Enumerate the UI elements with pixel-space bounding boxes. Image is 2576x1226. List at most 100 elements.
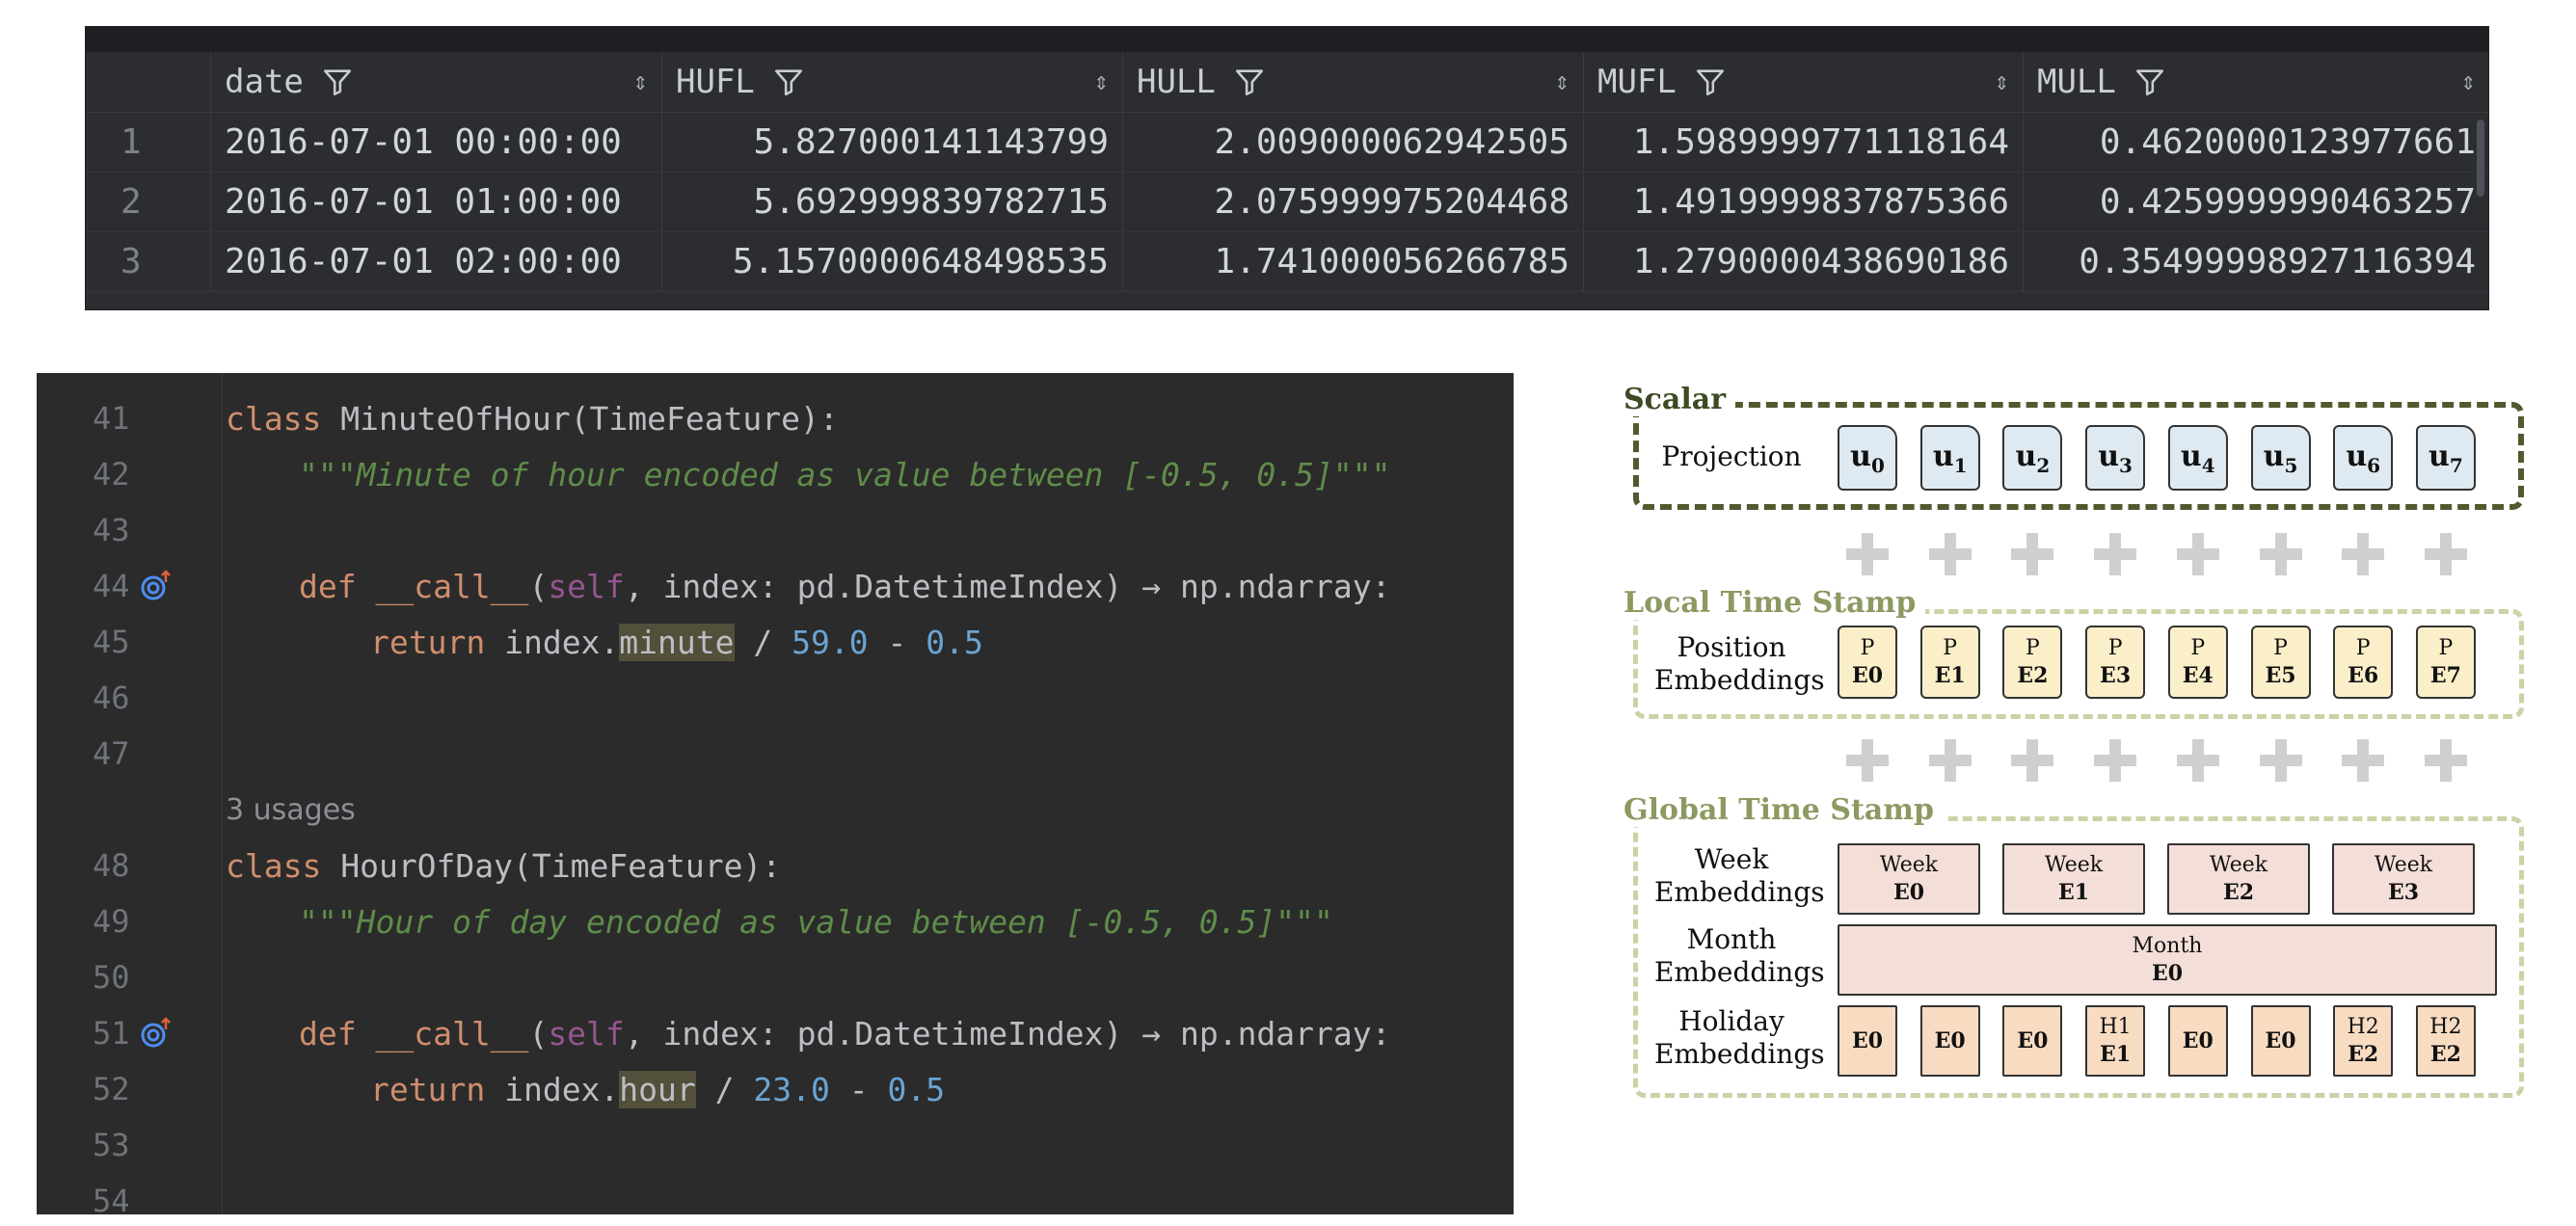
table-grid: date ⇕ HUFL ⇕ HULL ⇕ MUFL ⇕ MULL ⇕ 1 201… bbox=[86, 52, 2488, 292]
scalar-token: u2 bbox=[2002, 425, 2063, 491]
table-cell[interactable]: 2016-07-01 01:00:00 bbox=[211, 173, 662, 232]
line-number: 41 bbox=[93, 400, 130, 437]
sort-icon[interactable]: ⇕ bbox=[1994, 67, 2009, 96]
code-line: 46 bbox=[37, 670, 1514, 726]
position-embeddings-label: Position Embeddings bbox=[1654, 631, 1825, 696]
local-time-stamp-group bbox=[1633, 609, 2524, 719]
override-icon[interactable] bbox=[139, 569, 174, 603]
line-number: 49 bbox=[93, 903, 130, 940]
line-number: 54 bbox=[93, 1183, 130, 1214]
scalar-token: u1 bbox=[1919, 425, 1980, 491]
table-cell[interactable]: 2016-07-01 02:00:00 bbox=[211, 232, 662, 292]
filter-icon[interactable] bbox=[1233, 66, 1266, 98]
highlighted-usage: hour bbox=[619, 1070, 696, 1108]
line-number: 42 bbox=[93, 456, 130, 493]
filter-icon[interactable] bbox=[1694, 66, 1727, 98]
table-toolbar-strip bbox=[86, 27, 2488, 52]
table-cell[interactable]: 5.827000141143799 bbox=[662, 113, 1123, 173]
data-table: date ⇕ HUFL ⇕ HULL ⇕ MUFL ⇕ MULL ⇕ 1 201… bbox=[85, 26, 2489, 310]
scalar-token: u6 bbox=[2333, 425, 2394, 491]
line-number: 50 bbox=[93, 959, 130, 996]
code-line: 49 """Hour of day encoded as value betwe… bbox=[93, 902, 1333, 941]
scalar-token: u7 bbox=[2415, 425, 2476, 491]
code-line: 45 return index.minute / 59.0 - 0.5 bbox=[93, 623, 983, 661]
table-cell[interactable]: 0.4259999990463257 bbox=[2024, 173, 2488, 232]
table-cell[interactable]: 5.692999839782715 bbox=[662, 173, 1123, 232]
column-header-hull[interactable]: HULL ⇕ bbox=[1123, 52, 1584, 113]
table-cell[interactable]: 1.741000056266785 bbox=[1123, 232, 1584, 292]
projection-label: Projection bbox=[1661, 440, 1802, 472]
vertical-scrollbar[interactable] bbox=[2477, 120, 2484, 197]
scalar-token: u5 bbox=[2250, 425, 2311, 491]
table-cell[interactable]: 2.009000062942505 bbox=[1123, 113, 1584, 173]
table-cell[interactable]: 0.35499998927116394 bbox=[2024, 232, 2488, 292]
holiday-embedding-token: E0 bbox=[1838, 1005, 1897, 1077]
global-time-stamp-group bbox=[1633, 816, 2524, 1098]
code-line: 48 class HourOfDay(TimeFeature): bbox=[93, 846, 782, 885]
sort-icon[interactable]: ⇕ bbox=[2460, 67, 2476, 96]
plus-icon bbox=[2342, 533, 2385, 575]
scalar-title: Scalar bbox=[1623, 383, 1736, 416]
row-number: 1 bbox=[86, 113, 211, 173]
scalar-token: u0 bbox=[1838, 425, 1897, 491]
override-icon[interactable] bbox=[139, 1016, 174, 1051]
code-line: 52 return index.hour / 23.0 - 0.5 bbox=[93, 1070, 946, 1108]
column-header-mull[interactable]: MULL ⇕ bbox=[2024, 52, 2488, 113]
sort-icon[interactable]: ⇕ bbox=[632, 67, 648, 96]
filter-icon[interactable] bbox=[772, 66, 805, 98]
plus-icon bbox=[2094, 739, 2137, 782]
table-cell[interactable]: 5.1570000648498535 bbox=[662, 232, 1123, 292]
global-time-stamp-title: Global Time Stamp bbox=[1623, 793, 1944, 827]
week-embeddings-label: Week Embeddings bbox=[1654, 843, 1825, 908]
line-number: 46 bbox=[93, 680, 130, 716]
table-cell[interactable]: 2016-07-01 00:00:00 bbox=[211, 113, 662, 173]
filter-icon[interactable] bbox=[321, 66, 354, 98]
table-cell[interactable]: 1.5989999771118164 bbox=[1584, 113, 2024, 173]
row-number: 2 bbox=[86, 173, 211, 232]
table-cell[interactable]: 0.4620000123977661 bbox=[2024, 113, 2488, 173]
line-number: 48 bbox=[93, 847, 130, 884]
column-header-mufl[interactable]: MUFL ⇕ bbox=[1584, 52, 2024, 113]
table-cell[interactable]: 1.4919999837875366 bbox=[1584, 173, 2024, 232]
code-editor[interactable]: 41 class MinuteOfHour(TimeFeature): 42 "… bbox=[37, 373, 1514, 1214]
scalar-token: u4 bbox=[2167, 425, 2228, 491]
plus-icon bbox=[2342, 739, 2385, 782]
code-line: 51 def __call__(self, index: pd.Datetime… bbox=[93, 1014, 1391, 1053]
column-header-date[interactable]: date ⇕ bbox=[211, 52, 662, 113]
table-cell[interactable]: 2.075999975204468 bbox=[1123, 173, 1584, 232]
code-line: 41 class MinuteOfHour(TimeFeature): bbox=[93, 399, 839, 438]
table-cell[interactable]: 1.2790000438690186 bbox=[1584, 232, 2024, 292]
filter-icon[interactable] bbox=[2133, 66, 2166, 98]
usages-hint[interactable]: 3 usages bbox=[226, 792, 356, 827]
line-number: 52 bbox=[93, 1071, 130, 1107]
plus-icon bbox=[1846, 739, 1889, 782]
plus-icon bbox=[2011, 533, 2054, 575]
plus-icon bbox=[2259, 533, 2302, 575]
holiday-embedding-token: E0 bbox=[2002, 1005, 2063, 1077]
sort-icon[interactable]: ⇕ bbox=[1093, 67, 1109, 96]
code-line: 43 bbox=[37, 502, 1514, 558]
code-line: 47 bbox=[37, 726, 1514, 782]
column-header-hufl[interactable]: HUFL ⇕ bbox=[662, 52, 1123, 113]
code-line: 50 bbox=[37, 949, 1514, 1005]
plus-icon bbox=[2011, 739, 2054, 782]
line-number: 51 bbox=[93, 1015, 130, 1052]
line-number: 43 bbox=[93, 512, 130, 548]
holiday-embedding-token: E0 bbox=[1919, 1005, 1980, 1077]
sort-icon[interactable]: ⇕ bbox=[1554, 67, 1570, 96]
row-number-header bbox=[86, 52, 211, 113]
plus-icon bbox=[2176, 739, 2219, 782]
plus-icon bbox=[2176, 533, 2219, 575]
